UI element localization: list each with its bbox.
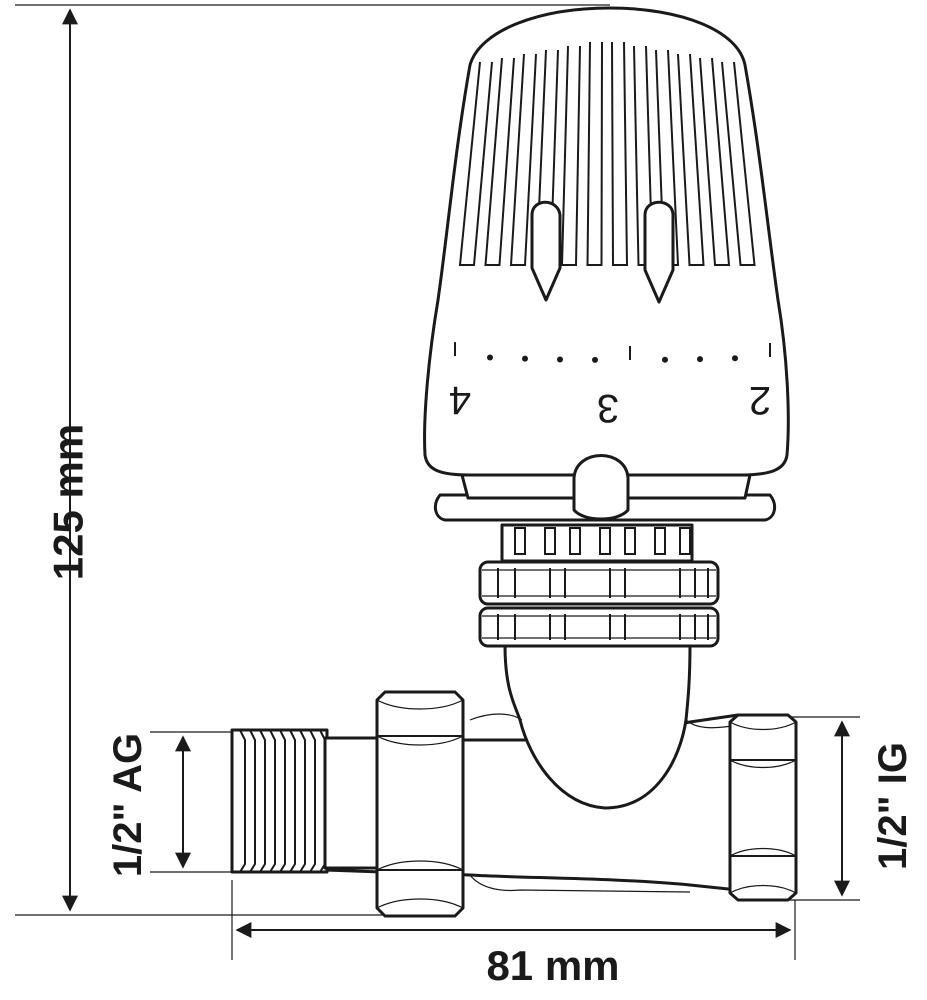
thread-groove — [289, 729, 296, 873]
spindle-collar — [500, 523, 694, 563]
grip-rib — [484, 57, 515, 266]
knurl-pattern — [482, 568, 716, 640]
thread-groove — [299, 729, 306, 873]
scale-number-4: 4 — [449, 378, 471, 422]
spindle-tab — [624, 527, 636, 555]
thread-groove — [309, 729, 316, 873]
scale-dot — [662, 356, 668, 363]
grip-rib — [560, 45, 581, 266]
thread-groove — [239, 729, 246, 873]
inlet-thread — [230, 728, 329, 874]
scale-dots — [454, 342, 771, 363]
grip-rib — [677, 53, 705, 266]
scale-dot — [487, 354, 493, 361]
scale-number-2: 2 — [749, 378, 771, 422]
thermostat-head: 4 3 2 — [423, 6, 790, 522]
grip-rib — [699, 57, 731, 266]
grip-rib — [586, 41, 603, 266]
inlet-thread-label: 1/2" AG — [106, 733, 150, 877]
scale-number-3: 3 — [597, 386, 619, 430]
thread-groove — [259, 729, 266, 873]
spindle-tab — [599, 527, 611, 555]
thread-groove — [249, 729, 256, 873]
valve-bonnet — [478, 523, 720, 648]
spindle-tab — [544, 527, 556, 555]
height-label: 125 mm — [45, 424, 92, 580]
setting-indicator — [572, 454, 630, 521]
scale-dot — [697, 356, 703, 363]
inlet-collar — [323, 736, 379, 870]
lower-knurled-nut — [478, 606, 720, 648]
spindle-tabs — [514, 527, 691, 555]
width-dimension: 81 mm — [231, 880, 796, 989]
height-dimension: 125 mm — [15, 4, 610, 916]
right-grip-tab — [643, 200, 675, 304]
inlet-thread-dimension: 1/2" AG — [106, 731, 290, 877]
thread-groove — [269, 729, 276, 873]
spindle-tab — [569, 527, 581, 555]
outlet-thread-label: 1/2" IG — [871, 742, 915, 870]
scale-dot — [557, 356, 563, 363]
outlet-thread-dimension: 1/2" IG — [760, 716, 915, 901]
valve-neck — [503, 643, 692, 810]
thread-groove — [279, 729, 286, 873]
width-label: 81 mm — [486, 942, 619, 989]
right-hex-nut — [728, 713, 798, 902]
left-grip-tab — [530, 200, 562, 302]
spindle-tab — [514, 527, 526, 555]
scale-dot — [522, 355, 528, 362]
left-hex-nut — [375, 690, 465, 918]
grip-rib — [611, 41, 629, 266]
grip-rib — [509, 53, 537, 266]
scale-dot — [732, 355, 738, 362]
spindle-tab — [679, 527, 691, 555]
valve-body — [230, 643, 798, 918]
spindle-tab — [654, 527, 666, 555]
grip-rib — [721, 61, 756, 266]
grip-rib — [458, 61, 493, 266]
scale-dot — [592, 356, 598, 363]
